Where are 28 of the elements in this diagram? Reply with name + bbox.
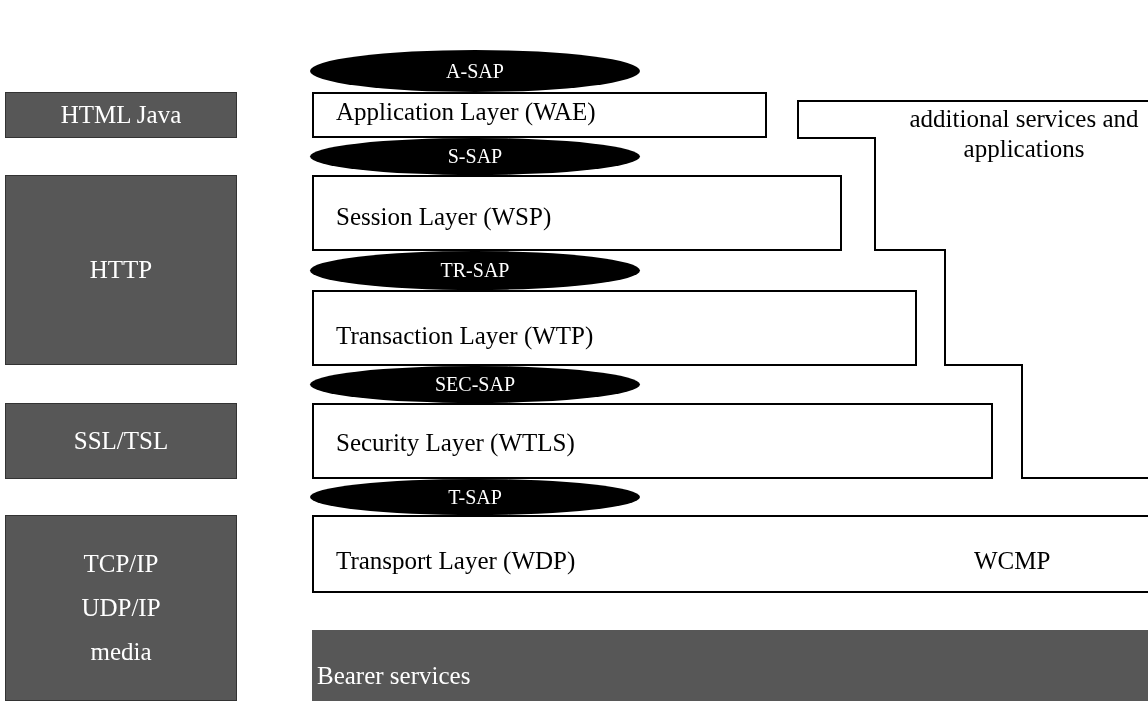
- layer-box: [312, 403, 993, 479]
- protocol-box: [5, 403, 237, 479]
- protocol-label: TCP/IP UDP/IP media: [80, 549, 162, 667]
- access-point-label: TR-SAP: [440, 259, 510, 282]
- layer-label: Security Layer (WTLS): [336, 429, 575, 457]
- access-point-label: T-SAP: [448, 485, 502, 509]
- layer-box: [312, 175, 842, 251]
- protocol-label: HTTP: [89, 256, 153, 284]
- protocol-label: SSL/TSL: [73, 427, 169, 455]
- layer-box: [312, 515, 1148, 593]
- bearer-label: Bearer services: [317, 662, 471, 690]
- layer-label: Application Layer (WAE): [336, 98, 596, 126]
- services-block: [797, 100, 1148, 480]
- protocol-box: [5, 515, 237, 701]
- access-point-label: A-SAP: [446, 59, 504, 83]
- protocol-label: HTML Java: [60, 101, 182, 129]
- protocol-box: [5, 92, 237, 138]
- layer-box: [312, 290, 917, 366]
- layer-label: Transport Layer (WDP): [336, 547, 576, 575]
- protocol-box: [5, 175, 237, 365]
- access-point-label: S-SAP: [447, 145, 503, 168]
- access-point-label: SEC-SAP: [435, 373, 515, 396]
- protocol-label: WCMP: [974, 547, 1051, 575]
- bearer-box: [312, 630, 1148, 701]
- layer-label: Transaction Layer (WTP): [336, 322, 594, 350]
- layer-box: [312, 92, 767, 138]
- services-label: additional services and applications: [908, 104, 1140, 164]
- layer-label: Session Layer (WSP): [336, 203, 552, 231]
